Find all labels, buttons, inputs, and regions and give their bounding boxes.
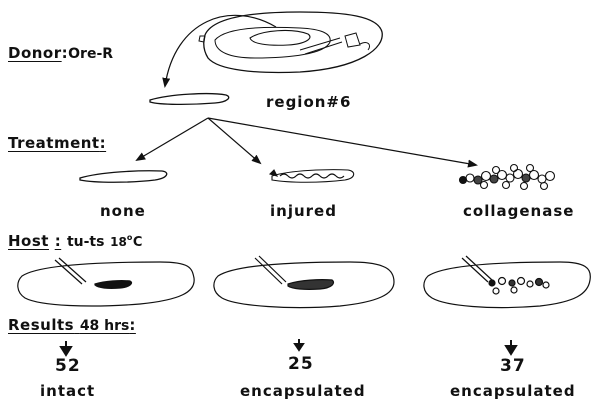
result-count-2: 25 bbox=[288, 356, 314, 373]
donor-value: Ore-R bbox=[68, 46, 113, 62]
result-outcome-3: encapsulated bbox=[450, 384, 576, 399]
result-outcome-2: encapsulated bbox=[240, 384, 366, 399]
donor-label: Donor bbox=[8, 44, 62, 62]
treatment-injured-label: injured bbox=[270, 204, 337, 219]
result-count-3: 37 bbox=[500, 358, 526, 375]
host-temp-unit: C bbox=[133, 235, 143, 250]
results-duration: 48 hrs bbox=[80, 318, 130, 334]
results-row: Results 48 hrs: bbox=[8, 318, 136, 333]
treatment-label: Treatment bbox=[8, 134, 100, 152]
tissue-none bbox=[80, 171, 167, 182]
results-label: Results bbox=[8, 316, 74, 334]
tissue-injured bbox=[270, 170, 354, 183]
treatment-collagenase-label: collagenase bbox=[463, 204, 574, 219]
tissue-region-6 bbox=[150, 94, 229, 105]
treatment-none-label: none bbox=[100, 204, 146, 219]
donor-larva-drawing bbox=[199, 12, 382, 72]
donor-row: Donor:Ore-R bbox=[8, 46, 113, 61]
treatment-arrows bbox=[137, 118, 476, 165]
result-arrows bbox=[61, 339, 516, 355]
host-larva-3 bbox=[424, 256, 590, 308]
host-larva-1 bbox=[18, 258, 194, 306]
treatment-row: Treatment: bbox=[8, 136, 106, 151]
result-outcome-1: intact bbox=[40, 384, 95, 399]
host-temp-number: 18 bbox=[110, 235, 127, 249]
tissue-collagenase-cells bbox=[460, 165, 555, 190]
host-label: Host bbox=[8, 232, 49, 250]
host-row: Host : tu-ts 18oC bbox=[8, 234, 142, 249]
host-strain: tu-ts bbox=[67, 234, 105, 250]
region-label: region#6 bbox=[266, 95, 351, 110]
result-count-1: 52 bbox=[55, 358, 81, 375]
host-larva-2 bbox=[214, 256, 394, 308]
